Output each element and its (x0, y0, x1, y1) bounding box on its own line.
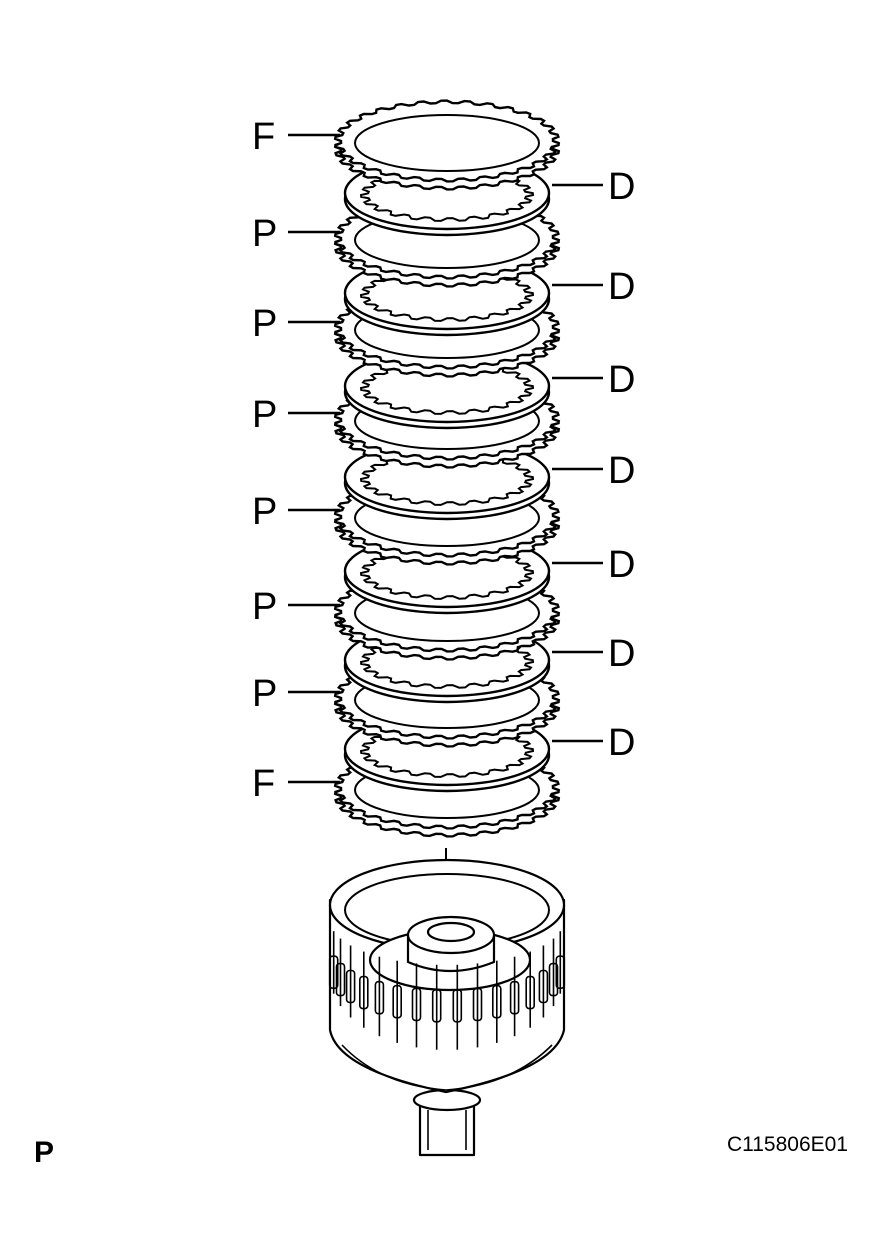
clutch-ring-stack (333, 99, 561, 838)
part-label: D (608, 266, 635, 308)
drum-slot (555, 955, 566, 990)
drum-slot (548, 962, 559, 997)
drum-slot (358, 975, 369, 1010)
part-label: P (252, 673, 277, 715)
part-label: D (608, 359, 635, 401)
drum-slot (374, 980, 385, 1015)
drum-hub-bore (426, 921, 476, 943)
figure-code: C115806E01 (727, 1133, 848, 1156)
part-label: F (252, 116, 275, 158)
part-label: D (608, 450, 635, 492)
drum-slot (452, 988, 463, 1023)
drum-slot (411, 987, 422, 1022)
drum-slot (509, 980, 520, 1015)
corner-mark: P (34, 1136, 54, 1169)
drum-slot (392, 984, 403, 1019)
part-label: P (252, 303, 277, 345)
part-label: D (608, 633, 635, 675)
left-labels: F P P P P P P F (252, 116, 340, 805)
part-label: F (252, 763, 275, 805)
drum-splines (328, 931, 566, 1050)
shaft-collar (412, 1088, 482, 1112)
drum-slot (538, 969, 549, 1004)
drum-slot (335, 962, 346, 997)
part-label: P (252, 213, 277, 255)
drum-slot (431, 988, 442, 1023)
part-label: P (252, 586, 277, 628)
clutch-drum (328, 858, 566, 1157)
drum-base-curve (341, 1044, 553, 1091)
drum-slot (345, 969, 356, 1004)
clutch-plate (333, 99, 561, 191)
drum-slot (328, 955, 339, 990)
plate-bore (354, 114, 540, 172)
right-labels: D D D D D D D (552, 166, 635, 764)
drum-slot (525, 975, 536, 1010)
part-label: D (608, 722, 635, 764)
part-label: P (252, 491, 277, 533)
drum-slot (472, 987, 483, 1022)
part-label: D (608, 166, 635, 208)
part-label: P (252, 394, 277, 436)
part-label: D (608, 544, 635, 586)
drum-slot (491, 984, 502, 1019)
